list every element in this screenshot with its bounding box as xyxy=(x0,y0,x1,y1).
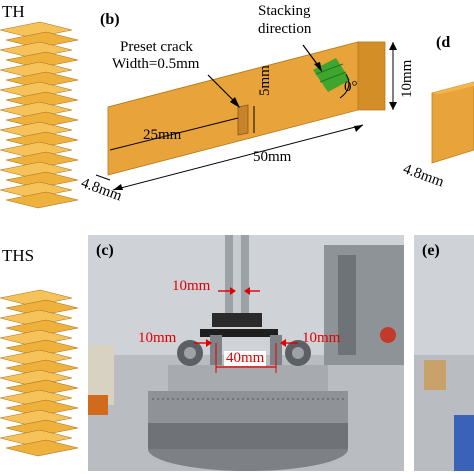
stacking-lattice-patch xyxy=(313,58,350,92)
crack-length-label: 25mm xyxy=(143,127,182,143)
lattice-layer xyxy=(0,161,73,179)
dim-width-line xyxy=(95,174,111,181)
beam-specimen-drawing xyxy=(95,41,397,191)
lattice-layer xyxy=(0,369,73,387)
preset-crack-notch xyxy=(237,104,249,136)
ths-label: THS xyxy=(2,246,35,265)
lattice-layer xyxy=(0,21,73,39)
lattice-layer xyxy=(0,389,73,407)
crack-width-label: Width=0.5mm xyxy=(112,56,200,72)
lattice-layer xyxy=(5,439,79,457)
lattice-layer xyxy=(0,181,73,199)
direction-label: direction xyxy=(258,21,312,37)
panel-e-scene xyxy=(414,355,474,471)
panel-e-photo: (e) xyxy=(414,235,474,471)
dim-left-label: 10mm xyxy=(138,330,177,346)
lattice-layer xyxy=(0,289,73,307)
th-label: TH xyxy=(2,2,25,21)
panel-e-tag: (e) xyxy=(422,242,440,259)
dim-length-line xyxy=(112,124,364,191)
panel-b: (b) Preset crack Width=0.5mm Stacking di… xyxy=(79,0,418,215)
lattice-layer xyxy=(0,349,73,367)
th-lattice-stack xyxy=(0,21,79,209)
angle-label: 0° xyxy=(344,79,358,95)
panel-d-specimen xyxy=(431,81,474,164)
lattice-layer xyxy=(0,429,73,447)
fixture-base xyxy=(148,391,348,423)
panel-c-tag: (c) xyxy=(96,242,114,259)
lattice-layer xyxy=(0,409,73,427)
panel-c-photo: (c) 10mm 10mm 10mm 40mm xyxy=(88,235,404,471)
lattice-layer xyxy=(0,141,73,159)
preset-crack-label: Preset crack xyxy=(120,39,193,55)
specimen-bar xyxy=(200,329,278,337)
angle-arc xyxy=(339,73,350,99)
lattice-layer xyxy=(0,41,73,59)
dim-crack-length-line xyxy=(109,117,239,151)
lattice-layer xyxy=(0,309,73,327)
lattice-layer xyxy=(0,61,73,79)
panel-b-tag: (b) xyxy=(100,11,120,28)
panel-d: (d 4.8mm xyxy=(401,0,474,215)
lattice-layer xyxy=(0,81,73,99)
dim-top-label: 10mm xyxy=(172,278,211,294)
panel-d-tag: (d xyxy=(436,34,451,51)
dim-right-label: 10mm xyxy=(302,330,341,346)
ths-lattice-stack xyxy=(0,289,79,457)
crack-depth-label: 5mm xyxy=(257,65,273,96)
beam-end-face xyxy=(357,41,386,111)
lattice-layer xyxy=(0,329,73,347)
lattice-layer xyxy=(5,191,79,209)
length-label: 50mm xyxy=(253,149,292,165)
loading-punch xyxy=(212,313,262,327)
dim-span-label: 40mm xyxy=(224,350,267,366)
lattice-layer xyxy=(0,101,73,119)
lattice-layer xyxy=(0,121,73,139)
stacking-label: Stacking xyxy=(258,3,311,19)
